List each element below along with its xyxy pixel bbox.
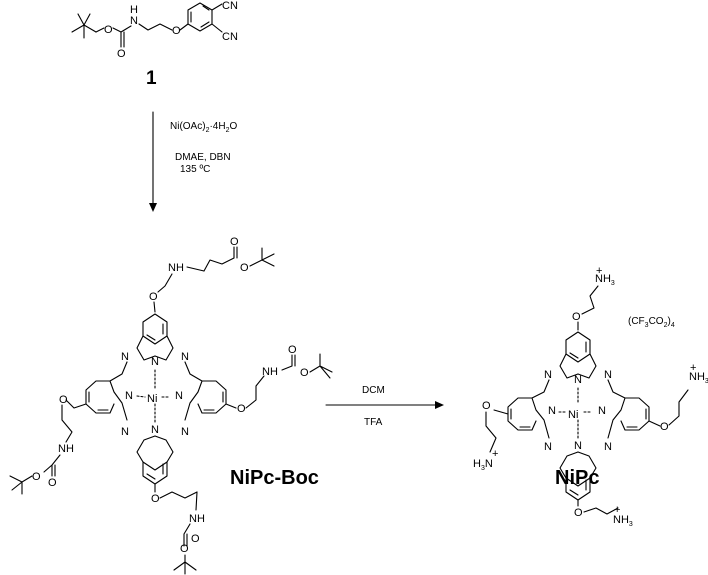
atom-o: O <box>230 236 239 248</box>
atom-n: N <box>151 356 159 368</box>
compound-1-label: 1 <box>146 68 157 89</box>
atom-n: N <box>181 351 189 363</box>
nipc-label: NiPc <box>555 467 599 489</box>
atom-nh: NH <box>189 513 205 525</box>
amine-left: H3N <box>473 458 493 472</box>
atom-n: N <box>121 351 129 363</box>
amine-charge: + <box>690 362 696 374</box>
atom-o: O <box>117 48 126 60</box>
counterion: (CF3CO2)4 <box>628 316 675 329</box>
atom-n: N <box>574 374 582 386</box>
atom-h: H <box>130 4 138 16</box>
atom-nh: NH <box>168 262 184 274</box>
atom-o: O <box>149 291 158 303</box>
atom-n: N <box>130 15 138 27</box>
atom-n: N <box>544 369 552 381</box>
atom-o: O <box>59 394 68 406</box>
atom-cn: CN <box>222 31 238 43</box>
atom-n: N <box>574 440 582 452</box>
nipc-boc-label: NiPc-Boc <box>230 467 319 489</box>
atom-n: N <box>125 390 133 402</box>
atom-nh: NH <box>58 443 74 455</box>
nipc-structure: + NH3 O (CF3CO2)4 N N N N N N O H3N + N … <box>473 265 708 528</box>
atom-o: O <box>191 533 200 545</box>
atom-o: O <box>180 543 189 555</box>
atom-o: O <box>32 471 41 483</box>
nipc-boc-structure: O O NH O N N N N N N O NH O O N <box>9 236 333 575</box>
atom-o: O <box>240 262 249 274</box>
step1-temperature: 135 ºC <box>180 164 210 175</box>
atom-cn: CN <box>222 0 238 12</box>
atom-ni: Ni <box>147 393 157 405</box>
atom-o: O <box>574 507 583 519</box>
step1-reagent: Ni(OAc)2·4H2O <box>170 121 238 134</box>
atom-n: N <box>544 441 552 453</box>
atom-n: N <box>181 426 189 438</box>
amine-charge: + <box>492 448 498 460</box>
amine-top: NH3 <box>595 273 615 287</box>
atom-nh: NH <box>262 366 278 378</box>
amine-bottom: NH3 <box>613 514 633 528</box>
atom-o: O <box>104 24 113 36</box>
atom-n: N <box>598 405 606 417</box>
step2-reagent-bottom: TFA <box>364 417 383 428</box>
atom-o: O <box>482 400 491 412</box>
amine-charge: + <box>614 504 620 516</box>
atom-n: N <box>151 424 159 436</box>
atom-o: O <box>572 311 581 323</box>
atom-ni: Ni <box>568 409 578 421</box>
atom-o: O <box>172 25 181 37</box>
atom-o: O <box>300 367 309 379</box>
amine-charge: + <box>596 265 602 277</box>
atom-n: N <box>548 405 556 417</box>
compound-1-structure: O O N H O CN CN <box>71 0 238 60</box>
atom-o: O <box>288 344 297 356</box>
step1-arrow <box>149 111 157 212</box>
atom-n: N <box>604 369 612 381</box>
atom-n: N <box>121 426 129 438</box>
step2-arrow <box>325 401 444 409</box>
atom-n: N <box>604 441 612 453</box>
atom-o: O <box>660 421 669 433</box>
amine-right: NH3 <box>689 371 708 385</box>
step2-reagent-top: DCM <box>362 385 385 396</box>
atom-n: N <box>175 390 183 402</box>
step1-solvent: DMAE, DBN <box>175 152 231 163</box>
atom-o: O <box>48 477 57 489</box>
atom-o: O <box>237 403 246 415</box>
atom-o: O <box>151 493 160 505</box>
